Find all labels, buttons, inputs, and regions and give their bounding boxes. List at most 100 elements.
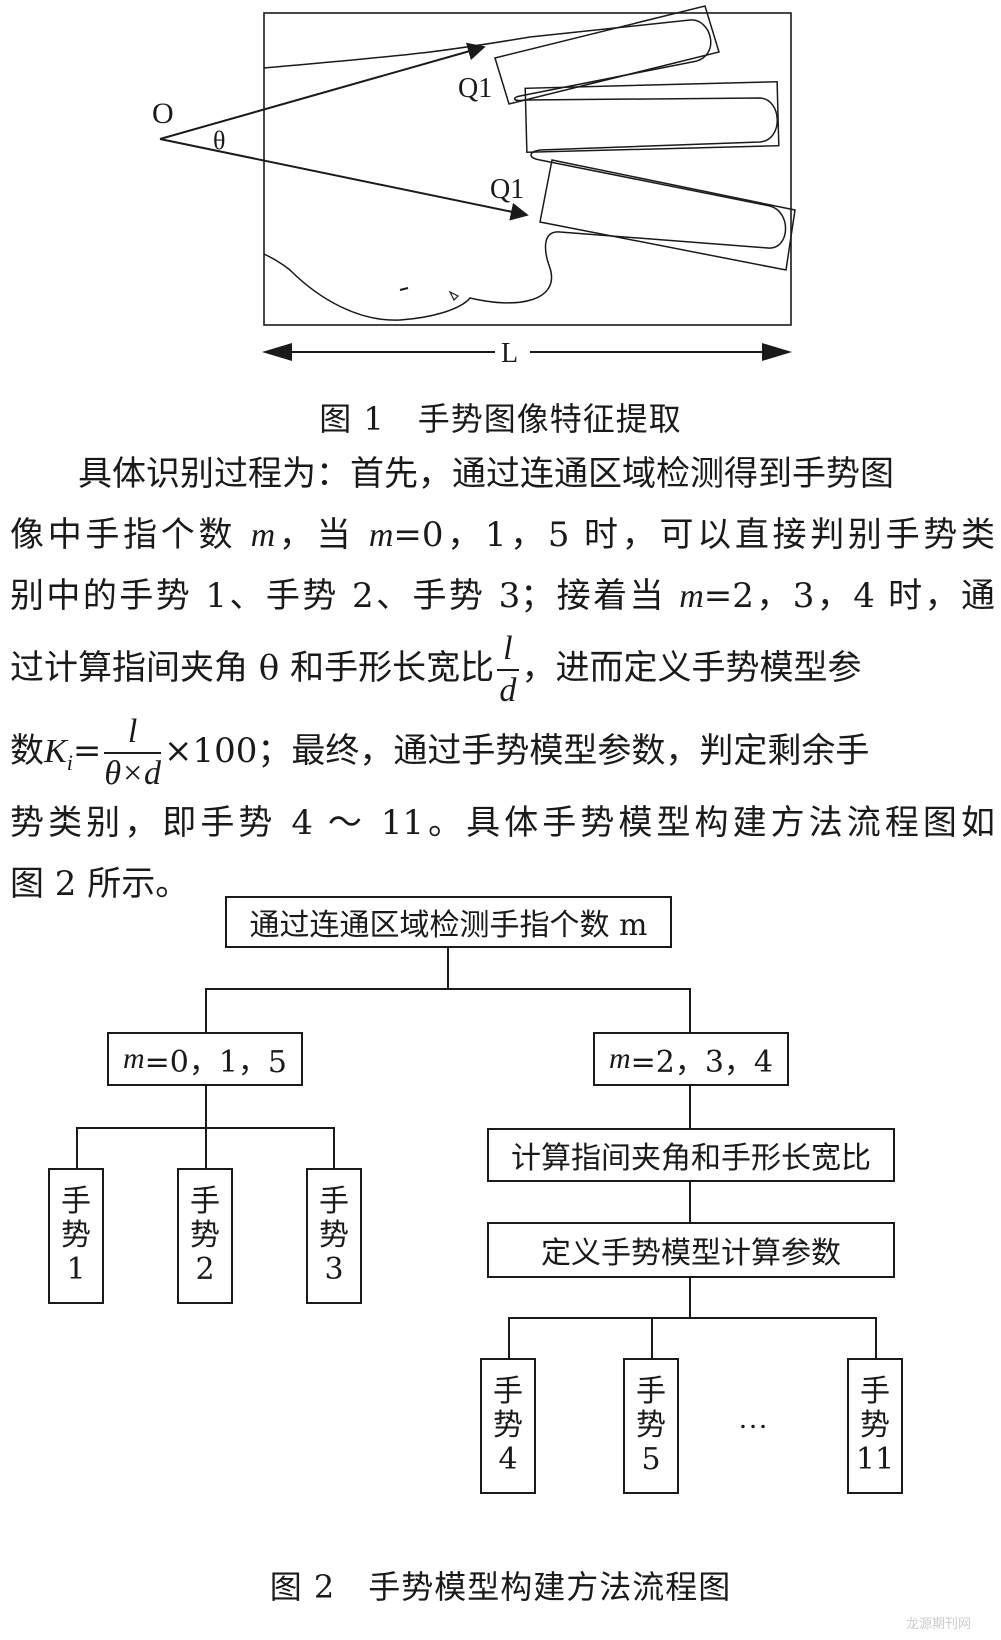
step-compute-box: 计算指间夹角和手形长宽比	[487, 1128, 895, 1182]
para-line-3: 别中的手势 1、手势 2、手势 3；接着当 m=2，3，4 时，通	[10, 566, 995, 627]
connector	[689, 1084, 691, 1128]
para-text: 像中手指个数	[10, 515, 251, 555]
figure-1-hand-diagram: O θ Q1 Q1 L	[0, 0, 1001, 380]
hand-mark	[400, 288, 408, 290]
hand-mark-2	[450, 292, 458, 300]
para-text: 别中的手势 1、手势 2、手势 3；接着当	[10, 576, 679, 616]
label-O: O	[152, 97, 174, 130]
finger-box-3	[540, 160, 795, 270]
vector-OQ1-top	[160, 47, 484, 139]
para-text: 图 2 所示。	[10, 864, 189, 904]
para-text: ，进而定义手势模型参	[522, 648, 862, 688]
connector	[508, 1317, 510, 1359]
figure-2-caption: 图 2 手势模型构建方法流程图	[0, 1562, 1001, 1608]
label-Q1-top: Q1	[458, 73, 492, 104]
condition-label: =0，1，5	[145, 1037, 287, 1081]
finger-box-2	[525, 82, 779, 153]
gesture-char: 势	[61, 1219, 91, 1253]
gesture-char: 势	[190, 1219, 220, 1253]
step-define-box: 定义手势模型计算参数	[487, 1222, 895, 1278]
para-line-6: 势类别，即手势 4 ～ 11。具体手势模型构建方法流程图如	[10, 793, 995, 854]
gesture-char: 势	[860, 1409, 890, 1443]
connector	[76, 1127, 78, 1169]
step-label: 计算指间夹角和手形长宽比	[511, 1133, 871, 1177]
gesture-char: 势	[636, 1409, 666, 1443]
gesture-char: 手	[190, 1185, 220, 1219]
gesture-box-4: 手 势 4	[480, 1358, 536, 1494]
connector	[333, 1127, 335, 1169]
para-text: 过计算指间夹角 θ 和手形长宽比	[10, 648, 494, 688]
gesture-char: 手	[61, 1185, 91, 1219]
gesture-box-3: 手 势 3	[306, 1168, 362, 1304]
variable-m: m	[369, 517, 394, 554]
variable-m: m	[251, 517, 276, 554]
para-line-1: 具体识别过程为：首先，通过连通区域检测得到手势图	[10, 444, 995, 505]
connector	[875, 1317, 877, 1359]
connector	[447, 946, 449, 988]
label-theta: θ	[213, 126, 225, 155]
figure-1-caption: 图 1 手势图像特征提取	[0, 394, 1001, 440]
gesture-box-2: 手 势 2	[177, 1168, 233, 1304]
connector	[689, 1180, 691, 1222]
fraction-denominator: d	[497, 671, 518, 708]
fraction-denominator: θ×d	[104, 754, 161, 791]
para-text: =0，1，5 时，可以直接判别手势类	[393, 515, 995, 555]
fraction-numerator: l	[104, 715, 161, 754]
label-Q1-bottom: Q1	[490, 174, 524, 205]
condition-label: =2，3，4	[631, 1037, 773, 1081]
watermark: 龙源期刊网	[906, 1613, 971, 1632]
gesture-number: 1	[66, 1253, 85, 1287]
gesture-number: 4	[498, 1443, 517, 1477]
bounding-box	[264, 13, 791, 325]
condition-box-left: m=0，1，5	[107, 1032, 303, 1086]
hand-outline	[264, 20, 786, 320]
gesture-box-11: 手 势 11	[847, 1358, 903, 1494]
gesture-number: 11	[856, 1443, 894, 1477]
para-text: 势类别，即手势 4 ～ 11。具体手势模型构建方法流程图如	[10, 803, 995, 843]
step-label: 定义手势模型计算参数	[541, 1228, 841, 1272]
para-text: 数	[10, 731, 44, 771]
variable-m: m	[609, 1042, 631, 1076]
para-line-2: 像中手指个数 m，当 m=0，1，5 时，可以直接判别手势类	[10, 505, 995, 566]
connector	[508, 1317, 876, 1319]
ellipsis: …	[738, 1402, 768, 1436]
gesture-box-5: 手 势 5	[623, 1358, 679, 1494]
gesture-number: 5	[641, 1443, 660, 1477]
root-label: 通过连通区域检测手指个数 m	[250, 900, 648, 944]
body-paragraph: 具体识别过程为：首先，通过连通区域检测得到手势图 像中手指个数 m，当 m=0，…	[10, 444, 995, 915]
label-L: L	[501, 338, 518, 369]
gesture-char: 手	[636, 1375, 666, 1409]
arrowhead-left	[262, 343, 292, 361]
gesture-char: 手	[860, 1375, 890, 1409]
arrowhead-right	[762, 343, 792, 361]
connector	[651, 1317, 653, 1359]
para-text: 具体识别过程为：首先，通过连通区域检测得到手势图	[78, 454, 894, 494]
variable-m: m	[123, 1042, 145, 1076]
connector	[205, 1127, 207, 1169]
para-text: ×100；最终，通过手势模型参数，判定剩余手	[164, 731, 869, 771]
connector	[205, 988, 690, 990]
gesture-char: 手	[493, 1375, 523, 1409]
root-box: 通过连通区域检测手指个数 m	[225, 896, 672, 948]
variable-K: K	[44, 733, 67, 770]
connector	[689, 988, 691, 1032]
variable-m: m	[679, 578, 704, 615]
fraction-numerator: l	[497, 632, 518, 671]
gesture-char: 势	[319, 1219, 349, 1253]
para-text: =2，3，4 时，通	[704, 576, 995, 616]
gesture-number: 2	[195, 1253, 214, 1287]
equals-sign: =	[73, 731, 102, 771]
gesture-char: 手	[319, 1185, 349, 1219]
connector	[205, 1084, 207, 1128]
para-text: ，当	[275, 515, 369, 555]
gesture-number: 3	[324, 1253, 343, 1287]
gesture-box-1: 手 势 1	[48, 1168, 104, 1304]
connector	[205, 988, 207, 1032]
gesture-char: 势	[493, 1409, 523, 1443]
connector	[689, 1276, 691, 1318]
condition-box-right: m=2，3，4	[593, 1032, 789, 1086]
